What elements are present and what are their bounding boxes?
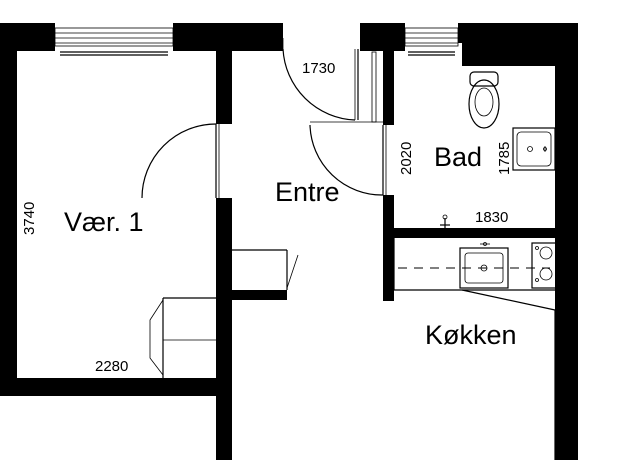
kitchen-diagonal bbox=[461, 289, 556, 311]
walls bbox=[0, 23, 578, 460]
entry-shelf bbox=[232, 249, 299, 290]
room-bedroom-label: Vær. 1 bbox=[64, 207, 144, 237]
tap-icon bbox=[440, 214, 450, 228]
wall-outer-right bbox=[555, 23, 578, 460]
wall-bath-bottom bbox=[383, 228, 563, 238]
dim-bedroom-height: 3740 bbox=[21, 202, 38, 235]
bathroom-door-swing bbox=[309, 124, 384, 196]
room-labels: Vær. 1 Entre Bad Køkken bbox=[64, 142, 517, 350]
dim-bedroom-width: 2280 bbox=[95, 358, 128, 375]
bedroom-furniture bbox=[149, 297, 216, 378]
wall-top-bath-right bbox=[458, 23, 578, 43]
bath-sink-icon bbox=[512, 127, 556, 171]
door-arc-fragment bbox=[554, 439, 566, 451]
wall-top-bath-left bbox=[360, 23, 405, 51]
wall-lower-left bbox=[216, 395, 232, 460]
wall-bedroom-entry-upper bbox=[216, 49, 232, 124]
wall-bedroom-left bbox=[0, 23, 17, 395]
kitchen-counter bbox=[393, 238, 555, 291]
room-kitchen-label: Køkken bbox=[425, 320, 517, 350]
windows bbox=[54, 27, 459, 56]
toilet-icon bbox=[468, 71, 500, 129]
dim-bath-width: 1830 bbox=[475, 209, 508, 226]
window-bathroom bbox=[404, 27, 459, 47]
dim-bath-height: 2020 bbox=[398, 142, 415, 175]
stove-icon bbox=[531, 242, 558, 289]
room-bathroom-label: Bad bbox=[434, 142, 482, 172]
doors bbox=[141, 38, 387, 199]
wall-entry-stub bbox=[232, 290, 287, 300]
window-bedroom bbox=[54, 27, 174, 47]
wall-bath-left-upper bbox=[383, 49, 394, 125]
bedroom-door-swing bbox=[141, 123, 217, 199]
dim-bath-sink: 1785 bbox=[496, 142, 513, 175]
dimension-labels: 3740 2280 1730 2020 1785 1830 bbox=[21, 60, 513, 375]
wall-top-middle bbox=[173, 23, 283, 51]
room-entry-label: Entre bbox=[275, 177, 340, 207]
wall-bath-step bbox=[462, 43, 560, 66]
wall-bath-left-lower bbox=[383, 195, 394, 301]
wall-bedroom-bottom bbox=[0, 378, 232, 396]
kitchen-sink-icon bbox=[459, 242, 509, 289]
entrance-door-swing bbox=[282, 48, 356, 121]
dim-entry-door: 1730 bbox=[302, 60, 335, 77]
wall-top-left bbox=[0, 23, 55, 51]
fixtures bbox=[149, 71, 566, 460]
wall-bedroom-entry-lower bbox=[216, 198, 232, 396]
